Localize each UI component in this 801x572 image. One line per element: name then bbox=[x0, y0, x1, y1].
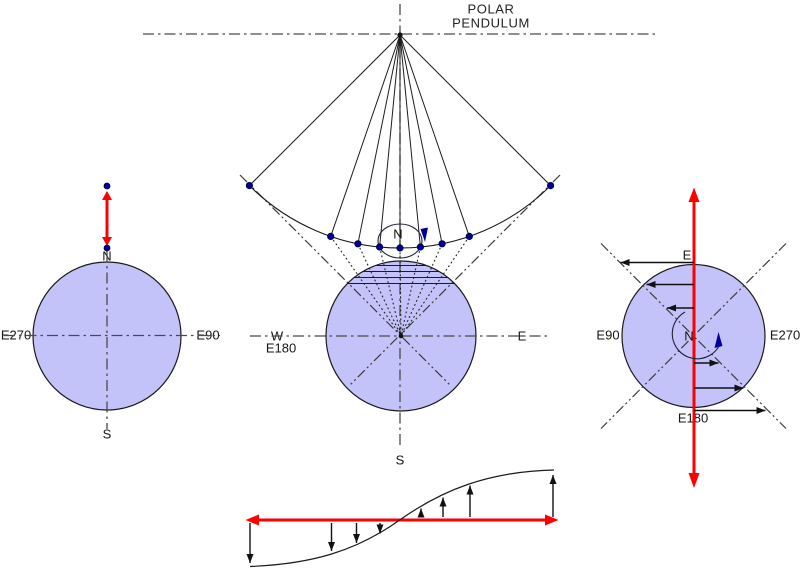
bob-marker bbox=[546, 182, 555, 190]
plumb-lines bbox=[330, 236, 470, 337]
label-center-south: S bbox=[395, 452, 405, 468]
pendulum-string bbox=[399, 34, 470, 237]
label-right-e270: E270 bbox=[769, 327, 801, 343]
label-center-e180: E180 bbox=[265, 340, 297, 356]
bob-marker bbox=[103, 244, 111, 252]
bob-marker bbox=[465, 232, 473, 240]
rotation-axis-arrow bbox=[688, 187, 700, 488]
bob-marker bbox=[438, 240, 446, 248]
pendulum-string bbox=[249, 34, 401, 186]
plumb-line bbox=[400, 236, 470, 337]
label-right-north-center: N bbox=[684, 328, 694, 344]
deflection-arrows bbox=[246, 475, 557, 563]
bob-marker bbox=[354, 240, 362, 248]
velocity-arrows bbox=[620, 259, 766, 414]
center-diagonal-ne-sw bbox=[349, 174, 561, 386]
globe-center-point bbox=[398, 333, 404, 339]
pendulum-strings bbox=[249, 34, 551, 248]
plumb-line bbox=[357, 243, 402, 337]
rotation-arc bbox=[671, 311, 719, 360]
pivot-point bbox=[397, 32, 403, 38]
bob-markers bbox=[245, 182, 555, 252]
arrow-down-icon bbox=[688, 473, 700, 488]
plumb-line bbox=[400, 243, 443, 337]
rotation-circle bbox=[377, 223, 423, 259]
bob-marker bbox=[245, 182, 253, 190]
bob-marker bbox=[375, 243, 384, 251]
title-line-2: PENDULUM bbox=[452, 15, 530, 31]
plumb-line bbox=[400, 246, 421, 337]
pendulum-string bbox=[357, 34, 401, 244]
arrow-up-icon bbox=[102, 191, 112, 200]
rotation-arrowhead-icon bbox=[714, 332, 723, 348]
rotation-direction-icon bbox=[671, 311, 723, 360]
label-left-south: S bbox=[102, 426, 112, 442]
plumb-line bbox=[399, 247, 402, 337]
rotation-direction-icon bbox=[377, 223, 428, 259]
bob-marker bbox=[416, 243, 424, 251]
arrow-right-icon bbox=[545, 514, 559, 526]
arrow-up-icon bbox=[688, 187, 700, 202]
center-diagonal-nw-se bbox=[239, 174, 451, 386]
latitude-chords bbox=[347, 264, 455, 285]
pendulum-string bbox=[399, 34, 421, 248]
label-right-e90: E90 bbox=[596, 327, 620, 343]
bob-marker bbox=[327, 232, 335, 240]
bob-marker bbox=[396, 244, 404, 252]
arrow-left-icon bbox=[245, 514, 259, 526]
swing-range-arrow bbox=[245, 514, 559, 526]
label-right-east-top: E bbox=[682, 247, 692, 263]
plumb-line bbox=[330, 236, 402, 337]
label-center-north: N bbox=[393, 226, 403, 242]
label-center-east: E bbox=[517, 328, 527, 344]
rotation-arrowhead-icon bbox=[420, 227, 428, 242]
pendulum-string bbox=[399, 34, 551, 186]
deflection-curve bbox=[249, 469, 555, 568]
pendulum-string bbox=[330, 34, 401, 237]
pendulum-string bbox=[399, 34, 443, 244]
title-line-1: POLAR bbox=[467, 1, 515, 17]
arrow-down-icon bbox=[102, 237, 112, 246]
oscillation-arrow bbox=[102, 191, 112, 246]
label-left-e270: E270 bbox=[0, 327, 32, 343]
plumb-line bbox=[379, 246, 402, 337]
pendulum-string bbox=[379, 34, 401, 248]
bob-marker bbox=[103, 182, 111, 190]
